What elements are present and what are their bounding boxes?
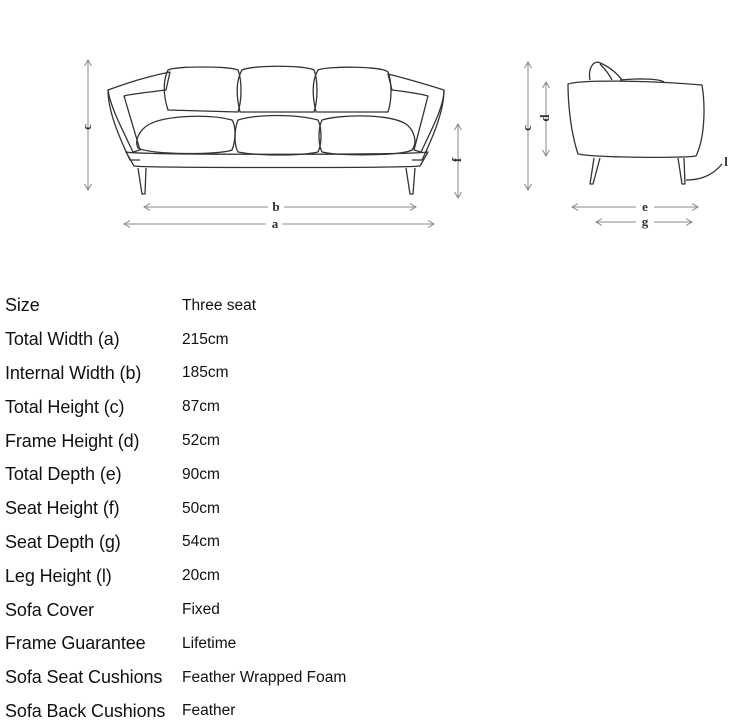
sofa-front-view: [107, 65, 445, 195]
spec-value: Three seat: [182, 296, 257, 314]
spec-row-seat-depth: Seat Depth (g) 54cm: [5, 526, 346, 560]
side-leg-front: [677, 157, 686, 185]
letter-f: f: [449, 157, 464, 162]
spec-value: 87cm: [182, 398, 220, 416]
spec-label: Seat Height (f): [5, 498, 120, 519]
spec-label: Internal Width (b): [5, 362, 142, 383]
spec-row-total-width: Total Width (a) 215cm: [5, 323, 346, 357]
side-dimension-lines: [528, 62, 698, 222]
spec-row-internal-width: Internal Width (b) 185cm: [5, 357, 346, 391]
spec-label: Seat Depth (g): [5, 531, 121, 552]
side-body: [567, 80, 705, 158]
back-cushion-middle: [236, 65, 318, 113]
side-back-cushion: [588, 61, 623, 81]
back-cushion-right: [312, 66, 392, 113]
leg-callout: [685, 163, 723, 181]
spec-value: 52cm: [182, 432, 220, 450]
spec-value: 50cm: [182, 499, 220, 517]
letter-c-front: c: [79, 124, 94, 130]
letter-b: b: [272, 199, 279, 214]
spec-label: Frame Height (d): [5, 430, 140, 451]
letter-g: g: [642, 214, 649, 229]
spec-label: Total Width (a): [5, 329, 120, 350]
right-arm: [387, 73, 445, 153]
spec-label: Sofa Cover: [5, 599, 95, 620]
leg-front-right: [405, 167, 416, 195]
sofa-dimension-diagram: c f b a c d e g l: [0, 0, 748, 250]
spec-label: Sofa Seat Cushions: [5, 667, 163, 688]
spec-row-seat-height: Seat Height (f) 50cm: [5, 492, 346, 526]
spec-label: Sofa Back Cushions: [5, 700, 166, 721]
spec-value: 215cm: [182, 330, 229, 348]
spec-value: Lifetime: [182, 634, 237, 652]
spec-value: 185cm: [182, 364, 229, 382]
back-cushion-left: [163, 66, 242, 113]
letter-c-side: c: [519, 125, 534, 131]
sofa-base: [125, 151, 429, 169]
seat-cushion-right: [318, 115, 416, 156]
letter-l: l: [724, 154, 728, 169]
sofa-side-view: [567, 61, 723, 185]
letter-e: e: [642, 199, 648, 214]
specification-table: Size Three seat Total Width (a) 215cm Inte…: [5, 289, 346, 728]
spec-row-leg-height: Leg Height (l) 20cm: [5, 559, 346, 593]
letter-a: a: [272, 216, 279, 231]
spec-row-back-cushions: Sofa Back Cushions Feather: [5, 695, 346, 728]
spec-row-total-height: Total Height (c) 87cm: [5, 390, 346, 424]
spec-row-frame-guarantee: Frame Guarantee Lifetime: [5, 627, 346, 661]
spec-value: 90cm: [182, 465, 220, 483]
spec-row-total-depth: Total Depth (e) 90cm: [5, 458, 346, 492]
spec-label: Frame Guarantee: [5, 633, 146, 654]
spec-label: Total Depth (e): [5, 464, 122, 485]
spec-label: Size: [5, 295, 40, 316]
spec-value: Feather Wrapped Foam: [182, 668, 347, 686]
seat-cushion-left: [136, 115, 236, 155]
leg-front-left: [137, 167, 147, 195]
letter-d: d: [537, 114, 552, 122]
seat-cushion-middle: [234, 114, 322, 156]
spec-label: Leg Height (l): [5, 565, 112, 586]
spec-value: 54cm: [182, 533, 220, 551]
spec-row-frame-height: Frame Height (d) 52cm: [5, 424, 346, 458]
spec-row-size: Size Three seat: [5, 289, 346, 323]
front-dimension-lines: [88, 60, 458, 224]
spec-row-sofa-cover: Sofa Cover Fixed: [5, 593, 346, 627]
spec-value: Feather: [182, 702, 236, 720]
spec-value: 20cm: [182, 567, 220, 585]
side-leg-back: [589, 157, 601, 185]
spec-value: Fixed: [182, 601, 220, 619]
spec-row-seat-cushions: Sofa Seat Cushions Feather Wrapped Foam: [5, 661, 346, 695]
left-arm: [107, 71, 171, 153]
spec-label: Total Height (c): [5, 396, 125, 417]
